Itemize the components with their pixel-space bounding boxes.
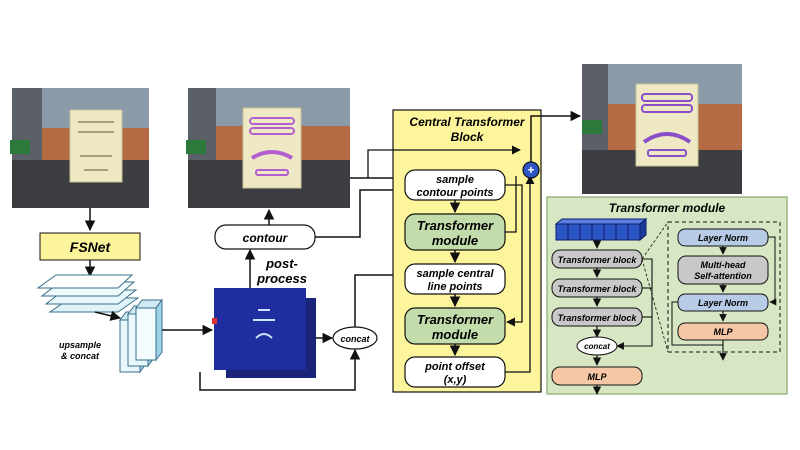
svg-text:Layer Norm: Layer Norm [698, 233, 748, 243]
svg-text:Self-attention: Self-attention [694, 271, 752, 281]
svg-text:concat: concat [584, 342, 610, 351]
ctb-title-line1: Central Transformer [409, 115, 525, 129]
input-photo [10, 88, 149, 208]
central-transformer-block: Central Transformer Block sample contour… [392, 109, 542, 393]
concat-node-label: concat [340, 334, 370, 344]
contour-box: contour [214, 224, 316, 250]
transformer-module-a-line2: module [432, 233, 478, 248]
sample-central-line1: sample central [416, 268, 494, 280]
transformer-module-b-line2: module [432, 327, 478, 342]
point-offset-line1: point offset [424, 361, 486, 373]
feature-map [212, 288, 316, 378]
transformer-module-panel: Transformer module Transformer block Tra… [546, 196, 788, 395]
post-process-line1: post- [265, 256, 298, 271]
post-process-line2: process [256, 271, 307, 286]
concat-node: concat [332, 326, 378, 350]
sample-contour-line2: contour points [417, 187, 494, 199]
svg-text:Layer Norm: Layer Norm [698, 298, 748, 308]
contour-label: contour [243, 231, 289, 245]
svg-text:MLP: MLP [714, 327, 734, 337]
plus-symbol: + [527, 163, 534, 177]
circle-plus-icon: + [522, 161, 540, 179]
upsample-label-line1: upsample [59, 340, 101, 350]
svg-text:MLP: MLP [588, 372, 608, 382]
output-photo [582, 64, 742, 194]
transformer-module-a-line1: Transformer [417, 218, 494, 233]
fsnet-box: FSNet [39, 232, 141, 261]
svg-text:Transformer block: Transformer block [558, 313, 638, 323]
fsnet-label: FSNet [70, 239, 112, 255]
contour-photo [186, 88, 350, 208]
svg-text:Transformer block: Transformer block [558, 255, 638, 265]
upsample-label-line2: & concat [61, 351, 100, 361]
point-offset-line2: (x,y) [444, 374, 467, 386]
sample-central-line2: line points [428, 281, 483, 293]
svg-text:Multi-head: Multi-head [701, 260, 746, 270]
tm-title: Transformer module [609, 201, 726, 215]
feature-planes [36, 274, 140, 313]
transformer-module-b-line1: Transformer [417, 312, 494, 327]
transformer-block-detail [667, 221, 781, 353]
svg-text:Transformer block: Transformer block [558, 284, 638, 294]
sample-contour-line1: sample [436, 174, 474, 186]
blue-token-cubes-icon [554, 217, 648, 242]
ctb-title-line2: Block [451, 130, 485, 144]
concat-feature-stack [119, 298, 163, 374]
